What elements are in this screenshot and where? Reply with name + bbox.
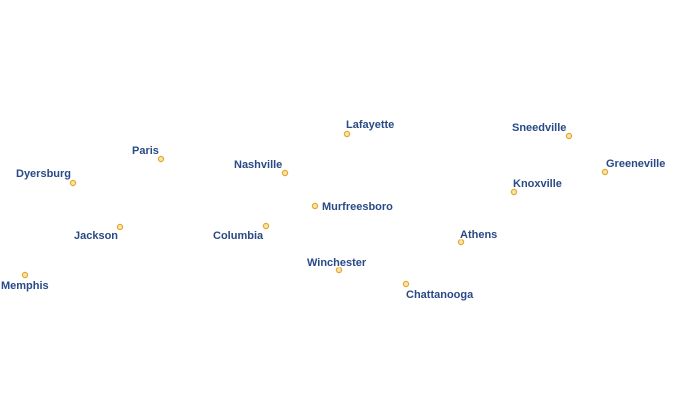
city-label-murfreesboro: Murfreesboro <box>322 201 393 213</box>
city-marker-memphis <box>21 271 29 279</box>
city-label-paris: Paris <box>132 145 159 157</box>
city-marker-paris <box>157 155 165 163</box>
city-marker-jackson <box>116 223 124 231</box>
city-label-sneedville: Sneedville <box>512 122 566 134</box>
city-marker-winchester <box>335 266 343 274</box>
city-murfreesboro: Murfreesboro <box>311 200 395 215</box>
city-label-memphis: Memphis <box>1 280 49 292</box>
city-sneedville: Sneedville <box>511 121 573 140</box>
city-marker-knoxville <box>510 188 518 196</box>
city-label-chattanooga: Chattanooga <box>406 289 474 301</box>
city-label-lafayette: Lafayette <box>346 119 394 131</box>
city-marker-sneedville <box>565 132 573 140</box>
city-marker-greeneville <box>601 168 609 176</box>
city-label-nashville: Nashville <box>234 159 282 171</box>
city-knoxville: Knoxville <box>510 177 563 196</box>
city-label-jackson: Jackson <box>74 230 118 242</box>
city-label-greeneville: Greeneville <box>606 158 665 170</box>
city-columbia: Columbia <box>212 222 270 244</box>
city-greeneville: Greeneville <box>601 157 667 176</box>
city-label-knoxville: Knoxville <box>513 178 562 190</box>
city-label-dyersburg: Dyersburg <box>16 168 71 180</box>
city-marker-murfreesboro <box>311 202 319 210</box>
city-lafayette: Lafayette <box>343 118 396 138</box>
city-dyersburg: Dyersburg <box>15 167 77 187</box>
city-paris: Paris <box>131 144 165 163</box>
city-marker-dyersburg <box>69 179 77 187</box>
city-marker-columbia <box>262 222 270 230</box>
city-chattanooga: Chattanooga <box>402 280 476 303</box>
city-athens: Athens <box>457 228 499 246</box>
city-label-winchester: Winchester <box>307 257 367 269</box>
city-marker-lafayette <box>343 130 351 138</box>
city-label-columbia: Columbia <box>213 230 264 242</box>
city-marker-chattanooga <box>402 280 410 288</box>
city-marker-athens <box>457 238 465 246</box>
city-marker-nashville <box>281 169 289 177</box>
city-winchester: Winchester <box>306 256 368 274</box>
city-jackson: Jackson <box>73 223 124 244</box>
city-label-athens: Athens <box>460 229 497 241</box>
city-memphis: Memphis <box>0 271 50 294</box>
city-nashville: Nashville <box>233 158 289 177</box>
